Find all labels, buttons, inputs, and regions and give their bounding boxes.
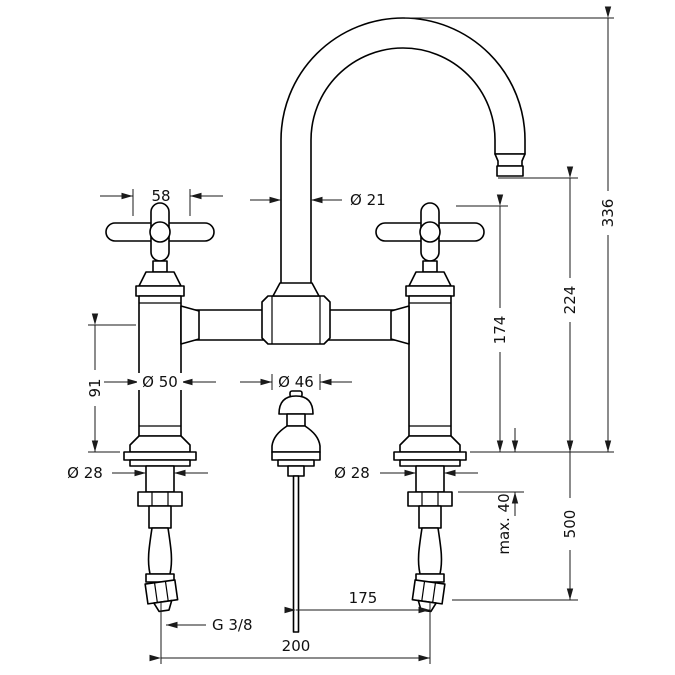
dim-label-224: 224 [561, 286, 579, 315]
dim-label-g38: G 3/8 [212, 616, 253, 634]
dim-overall-height: 336 [405, 6, 617, 452]
spout-nozzle [494, 153, 526, 167]
center-tee [261, 282, 331, 345]
right-valve-column [375, 202, 485, 614]
dim-label-d50: Ø 50 [142, 373, 178, 391]
dim-label-58: 58 [151, 187, 170, 205]
dim-hole-spacing: 200 [149, 602, 430, 664]
dim-handle-top-height: 174 [456, 194, 509, 452]
dim-spout-reach: 175 [284, 589, 431, 664]
dim-popup-knob-diameter: Ø 46 [240, 373, 352, 391]
dim-label-336: 336 [599, 199, 617, 228]
dim-spout-outlet-height: 224 [498, 166, 579, 452]
dim-thread-size: G 3/8 [166, 616, 253, 634]
dim-body-height: 91 [86, 313, 136, 453]
dim-label-174: 174 [491, 316, 509, 345]
dim-label-175: 175 [349, 589, 378, 607]
left-valve-column [105, 202, 215, 614]
dim-label-d28-right: Ø 28 [334, 464, 370, 482]
dim-label-d28-left: Ø 28 [67, 464, 103, 482]
popup-waste-control [271, 390, 321, 633]
dim-label-200: 200 [282, 637, 311, 655]
dim-label-max40: max. 40 [495, 493, 513, 554]
dim-spout-pipe-diameter: Ø 21 [250, 191, 386, 209]
faucet-figure [105, 17, 526, 633]
dim-max-counter-thickness: max. 40 [458, 428, 524, 555]
dim-right-shank-diameter: Ø 28 [334, 464, 478, 482]
dim-label-d21: Ø 21 [350, 191, 386, 209]
dim-hose-length: 500 [452, 440, 579, 601]
spout [280, 17, 526, 297]
dim-handle-width: 58 [100, 187, 223, 216]
popup-rod [292, 475, 300, 633]
dim-body-diameter: Ø 50 [104, 373, 216, 391]
dim-label-91: 91 [86, 378, 104, 397]
dim-left-shank-diameter: Ø 28 [67, 464, 208, 482]
dim-label-500: 500 [561, 510, 579, 539]
dimension-annotations: 58 Ø 21 336 224 [67, 6, 617, 664]
dim-label-d46: Ø 46 [278, 373, 314, 391]
